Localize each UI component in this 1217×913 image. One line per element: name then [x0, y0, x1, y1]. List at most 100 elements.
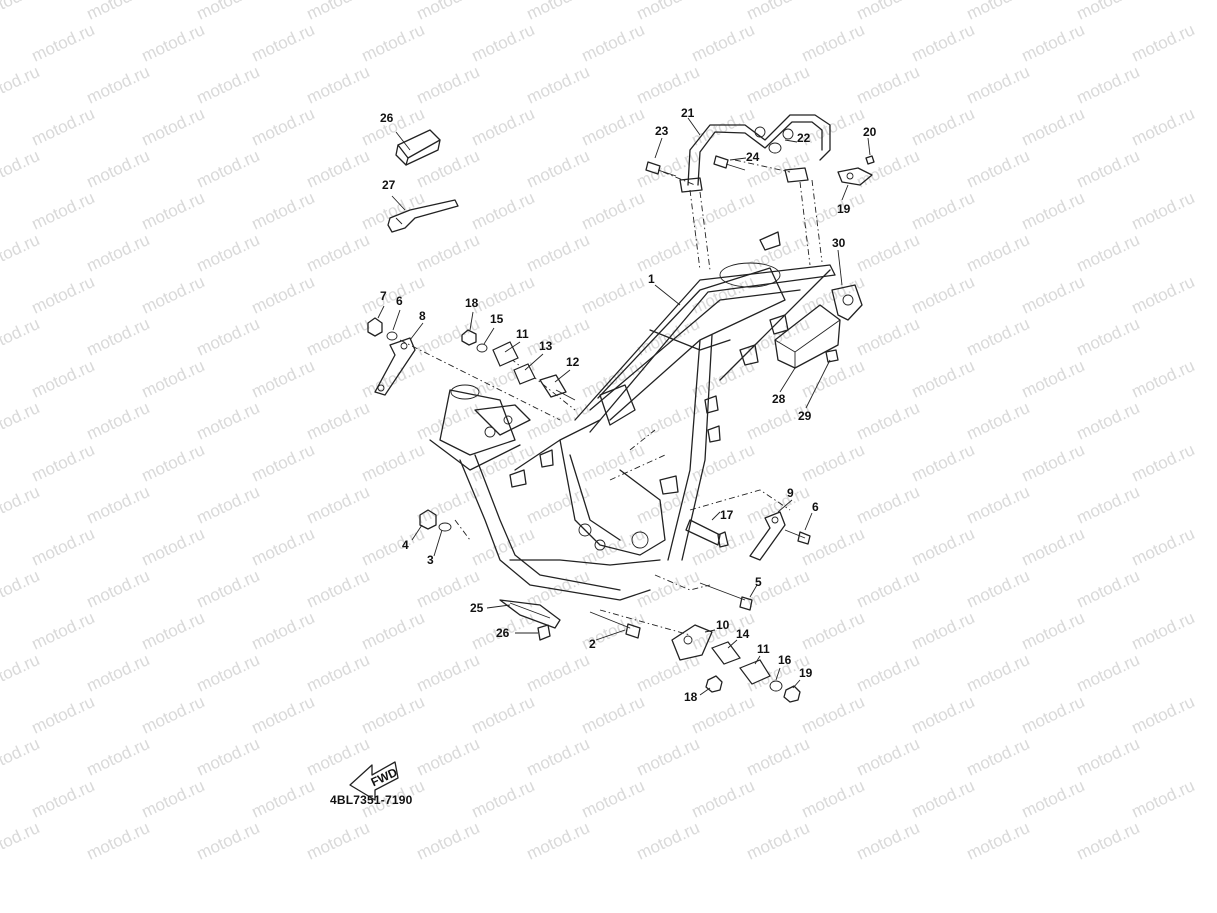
watermark-text: motod.ru: [1074, 62, 1143, 108]
rear-box-28-30: [774, 284, 863, 369]
watermark-text: motod.ru: [964, 314, 1033, 360]
watermark-text: motod.ru: [524, 146, 593, 192]
callout-numbers: 26 27 7 6 8 18 15 11 13 12 1 21 23 22 24…: [380, 106, 877, 704]
watermark-text: motod.ru: [0, 734, 42, 780]
callout-14a: 15: [490, 312, 504, 326]
watermark-text: motod.ru: [194, 566, 263, 612]
watermark-text: motod.ru: [909, 188, 978, 234]
watermark-text: motod.ru: [799, 524, 868, 570]
watermark-text: motod.ru: [249, 188, 318, 234]
lower-right-bracket: [685, 511, 811, 611]
watermark-text: motod.ru: [799, 608, 868, 654]
watermark-text: motod.ru: [469, 104, 538, 150]
watermark-text: motod.ru: [304, 482, 373, 528]
watermark-text: motod.ru: [469, 272, 538, 318]
watermark-text: motod.ru: [249, 20, 318, 66]
watermark-text: motod.ru: [964, 566, 1033, 612]
watermark-text: motod.ru: [249, 440, 318, 486]
watermark-text: motod.ru: [414, 734, 483, 780]
watermark-text: motod.ru: [194, 314, 263, 360]
watermark-text: motod.ru: [909, 524, 978, 570]
assembly-guide-lines: [399, 159, 823, 636]
watermark-text: motod.ru: [634, 146, 703, 192]
callout-15: 17: [720, 508, 734, 522]
callout-9a: 8: [419, 309, 426, 323]
watermark-text: motod.ru: [29, 776, 98, 822]
callout-5: 5: [755, 575, 762, 589]
watermark-text: motod.ru: [579, 692, 648, 738]
watermark-text: motod.ru: [84, 818, 153, 864]
watermark-text: motod.ru: [469, 692, 538, 738]
watermark-text: motod.ru: [194, 734, 263, 780]
watermark-text: motod.ru: [1129, 104, 1198, 150]
watermark-text: motod.ru: [524, 0, 593, 24]
watermark-text: motod.ru: [139, 104, 208, 150]
watermark-text: motod.ru: [84, 146, 153, 192]
watermark-text: motod.ru: [579, 104, 648, 150]
watermark-text: motod.ru: [84, 398, 153, 444]
watermark-text: motod.ru: [854, 818, 923, 864]
watermark-text: motod.ru: [909, 776, 978, 822]
watermark-text: motod.ru: [799, 776, 868, 822]
watermark-text: motod.ru: [139, 188, 208, 234]
watermark-text: motod.ru: [909, 692, 978, 738]
watermark-text: motod.ru: [414, 398, 483, 444]
watermark-text: motod.ru: [1129, 356, 1198, 402]
watermark-text: motod.ru: [84, 566, 153, 612]
callout-18: 18: [684, 690, 698, 704]
watermark-text: motod.ru: [194, 230, 263, 276]
callout-8: 7: [380, 289, 387, 303]
watermark-text: motod.ru: [744, 566, 813, 612]
part-26-pad: [395, 129, 441, 166]
watermark-text: motod.ru: [634, 62, 703, 108]
watermark-text: motod.ru: [359, 692, 428, 738]
watermark-text: motod.ru: [359, 356, 428, 402]
grab-bar-bolts: [645, 142, 782, 177]
callout-11a: 11: [516, 327, 529, 341]
watermark-text: motod.ru: [854, 62, 923, 108]
watermark-text: motod.ru: [29, 608, 98, 654]
callout-9b: 9: [787, 486, 794, 500]
callout-22: 22: [797, 131, 811, 145]
watermark-text: motod.ru: [854, 0, 923, 24]
callout-20: 20: [863, 125, 877, 139]
watermark-text: motod.ru: [1019, 692, 1088, 738]
watermark-text: motod.ru: [854, 734, 923, 780]
watermark-text: motod.ru: [964, 0, 1033, 24]
watermark-text: motod.ru: [1019, 20, 1088, 66]
callout-6: 6: [812, 500, 819, 514]
watermark-text: motod.ru: [524, 734, 593, 780]
watermark-text: motod.ru: [579, 272, 648, 318]
callout-26: 26: [380, 111, 394, 125]
watermark-text: motod.ru: [304, 650, 373, 696]
watermark-text: motod.ru: [634, 0, 703, 24]
watermark-text: motod.ru: [0, 146, 42, 192]
watermark-text: motod.ru: [634, 734, 703, 780]
watermark-text: motod.ru: [84, 230, 153, 276]
watermark-text: motod.ru: [359, 20, 428, 66]
callout-1: 1: [648, 272, 655, 286]
watermark-text: motod.ru: [689, 776, 758, 822]
watermark-text: motod.ru: [689, 20, 758, 66]
watermark-text: motod.ru: [1129, 608, 1198, 654]
callout-30: 30: [832, 236, 846, 250]
watermark-text: motod.ru: [29, 440, 98, 486]
watermark-text: motod.ru: [359, 524, 428, 570]
watermark-text: motod.ru: [29, 272, 98, 318]
watermark-text: motod.ru: [799, 692, 868, 738]
watermark-text: motod.ru: [249, 608, 318, 654]
watermark-text: motod.ru: [194, 398, 263, 444]
callout-23a: 23: [655, 124, 669, 138]
watermark-text: motod.ru: [1019, 104, 1088, 150]
watermark-text: motod.ru: [1129, 524, 1198, 570]
watermark-text: motod.ru: [1129, 440, 1198, 486]
watermark-text: motod.ru: [524, 482, 593, 528]
watermark-text: motod.ru: [84, 314, 153, 360]
watermark-text: motod.ru: [359, 608, 428, 654]
watermark-text: motod.ru: [139, 608, 208, 654]
watermark-text: motod.ru: [414, 818, 483, 864]
watermark-text: motod.ru: [1074, 818, 1143, 864]
watermark-text: motod.ru: [854, 398, 923, 444]
watermark-text: motod.ru: [744, 62, 813, 108]
watermark-text: motod.ru: [194, 146, 263, 192]
